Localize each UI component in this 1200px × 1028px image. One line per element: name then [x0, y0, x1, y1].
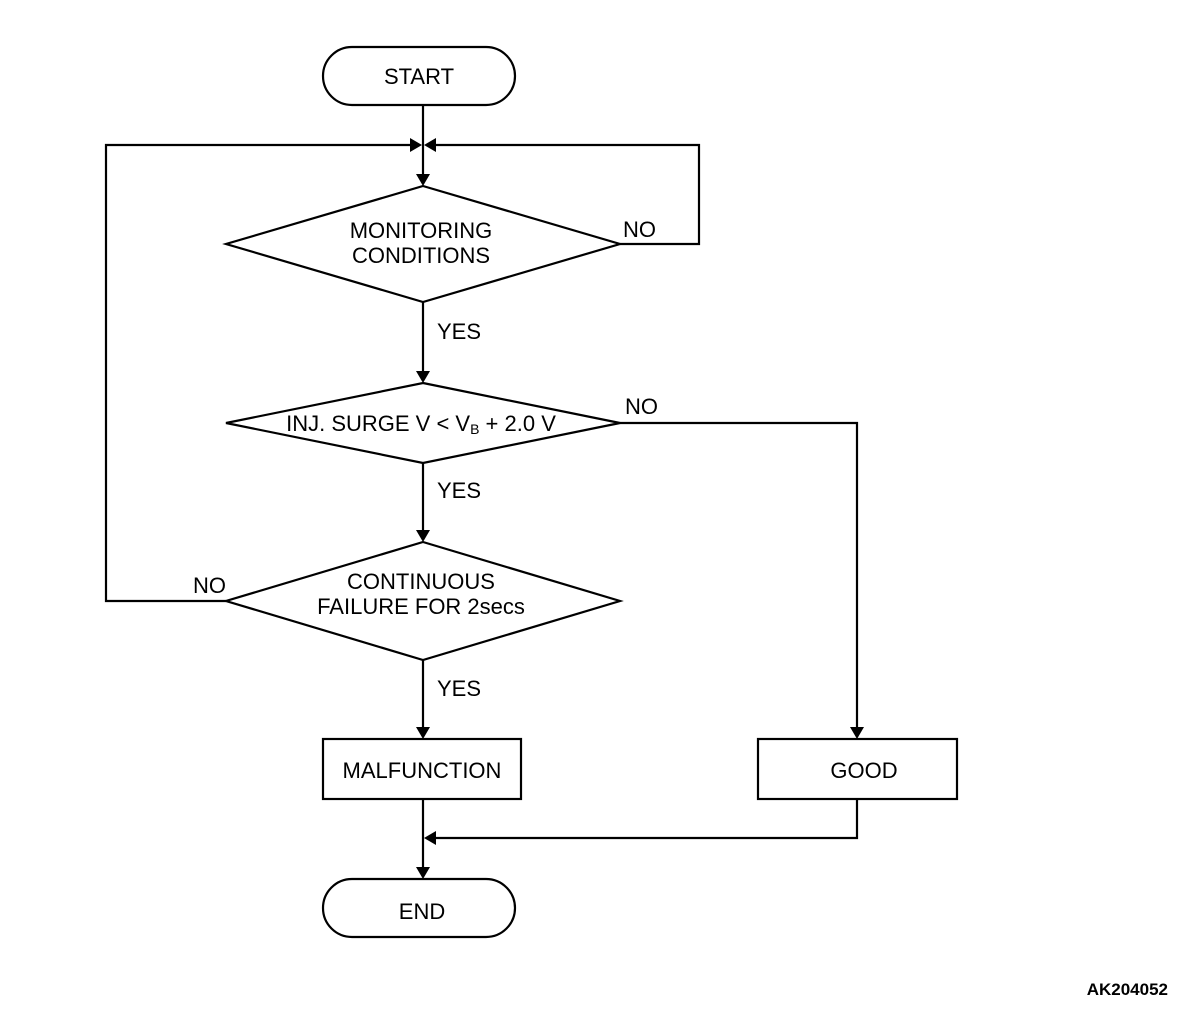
continuous-no-label: NO [193, 573, 226, 598]
injector-surge-condition: INJ. SURGE V < VB + 2.0 V [286, 411, 556, 437]
malfunction-box [321, 737, 523, 801]
arrow-into-malfunction [416, 727, 430, 739]
connector-good-to-end [430, 799, 859, 840]
good-label: GOOD [830, 758, 897, 783]
arrow-into-surge [416, 371, 430, 383]
connector-monitoring-no-loop [430, 143, 701, 246]
arrow-into-continuous [416, 530, 430, 542]
surge-yes-label: YES [437, 478, 481, 503]
end-label: END [399, 899, 445, 924]
continuous-failure-line2: FAILURE FOR 2secs [317, 594, 525, 619]
monitoring-conditions-line1: MONITORING [350, 218, 493, 243]
arrow-continuous-no-return [410, 138, 422, 152]
monitoring-conditions-line2: CONDITIONS [352, 243, 490, 268]
arrow-into-good [850, 727, 864, 739]
start-label: START [384, 64, 454, 89]
continuous-yes-label: YES [437, 676, 481, 701]
arrow-monitoring-no-return [424, 138, 436, 152]
surge-no-label: NO [625, 394, 658, 419]
arrow-into-monitoring [416, 174, 430, 186]
arrow-good-join [424, 831, 436, 845]
end-terminator [321, 877, 517, 939]
start-terminator [321, 45, 517, 107]
malfunction-label: MALFUNCTION [343, 758, 502, 783]
connector-continuous-no-loop [104, 143, 416, 603]
continuous-failure-line1: CONTINUOUS [347, 569, 495, 594]
monitoring-yes-label: YES [437, 319, 481, 344]
good-box [756, 737, 959, 801]
connector-surge-no-to-good [620, 421, 859, 736]
monitoring-no-label: NO [623, 217, 656, 242]
arrow-into-end [416, 867, 430, 879]
figure-id: AK204052 [1087, 980, 1168, 999]
